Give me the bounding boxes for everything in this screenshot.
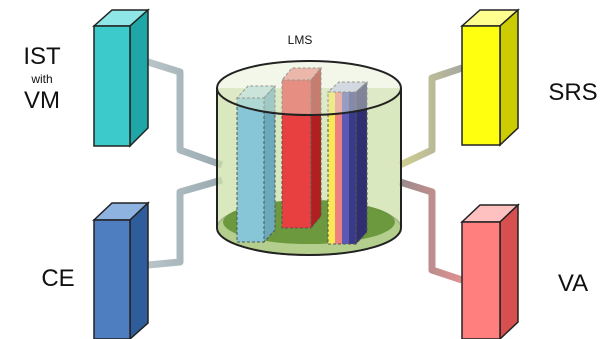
connector-va <box>398 178 464 284</box>
module-ist <box>92 8 150 148</box>
connector-srs <box>398 64 464 169</box>
lms-cylinder: LMS <box>216 33 402 256</box>
lms-label: LMS <box>288 33 313 47</box>
va-label: VA <box>558 270 588 297</box>
ist-label-line2: with <box>30 72 52 86</box>
srs-label: SRS <box>548 79 597 106</box>
module-va-block <box>461 221 501 339</box>
connector-ce <box>147 176 223 269</box>
inner-bar-ist <box>235 84 277 244</box>
ist-label-line1: IST <box>23 43 61 70</box>
connectors <box>146 58 464 284</box>
connector-ist <box>146 58 224 169</box>
module-ist-block <box>93 25 131 147</box>
inner-bar-red <box>280 66 323 230</box>
module-srs-block <box>461 25 501 146</box>
module-ce <box>92 201 150 339</box>
inner-bar-striped <box>326 80 369 246</box>
cylinder-top <box>216 60 402 116</box>
ist-label-line3: VM <box>24 87 60 114</box>
ce-label: CE <box>41 265 74 292</box>
module-ce-block <box>93 219 131 339</box>
module-va <box>460 203 520 339</box>
module-srs <box>460 8 520 147</box>
